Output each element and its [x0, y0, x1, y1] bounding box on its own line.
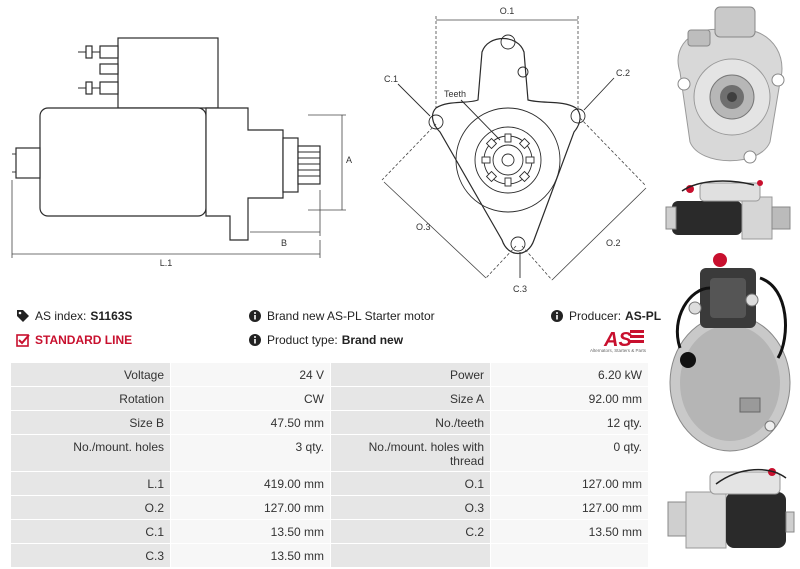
spec-value: 0 qty. — [490, 434, 649, 472]
pinion — [297, 145, 321, 185]
as-index-label: AS index: — [35, 309, 87, 323]
info-icon — [551, 310, 563, 322]
description-row: Brand new AS-PL Starter motor — [248, 309, 435, 323]
spec-key: O.2 — [10, 495, 171, 520]
spec-value: 92.00 mm — [490, 386, 649, 411]
logo-tagline: Alternators, Starters & Parts — [589, 348, 647, 353]
terminal-bottom — [99, 81, 119, 95]
dim-label-c1: C.1 — [384, 74, 398, 84]
label-teeth: Teeth — [444, 89, 466, 99]
product-photo-angle[interactable] — [660, 462, 798, 562]
spec-key: No./mount. holes with thread — [330, 434, 491, 472]
terminal-top — [99, 45, 119, 59]
dim-label-l1: L.1 — [160, 258, 173, 268]
table-row: No./mount. holes 3 qty. No./mount. holes… — [10, 434, 649, 472]
spec-value — [490, 543, 649, 568]
spec-key: O.3 — [330, 495, 491, 520]
rear-cap — [15, 147, 41, 179]
solenoid-body — [117, 37, 219, 109]
product-photo-side[interactable] — [660, 175, 798, 243]
spec-key: C.1 — [10, 519, 171, 544]
spec-key: Rotation — [10, 386, 171, 411]
dim-label-o1: O.1 — [500, 6, 515, 16]
producer-row: Producer: AS-PL — [550, 309, 661, 323]
mount-hole-c1 — [428, 114, 444, 130]
info-icon — [249, 334, 261, 346]
spec-key — [330, 543, 491, 568]
product-photo-rear[interactable] — [660, 248, 798, 458]
side-view-drawing: A B L.1 — [11, 37, 352, 268]
product-type-label: Product type: — [267, 333, 338, 347]
product-photo-front[interactable] — [660, 2, 798, 172]
spec-key: O.1 — [330, 471, 491, 496]
dim-label-a: A — [346, 155, 352, 165]
description-text: Brand new AS-PL Starter motor — [267, 309, 435, 323]
spec-key: Power — [330, 362, 491, 387]
info-icon — [249, 310, 261, 322]
mount-hole-c3 — [510, 236, 526, 252]
spec-key: L.1 — [10, 471, 171, 496]
flange-outline — [431, 38, 581, 255]
checkbox-checked-icon — [16, 334, 30, 347]
tag-icon — [17, 310, 29, 322]
table-row: Voltage 24 V Power 6.20 kW — [10, 362, 649, 387]
drive-housing — [205, 107, 284, 241]
spec-value: 24 V — [170, 362, 331, 387]
as-index-row: AS index: S1163S — [16, 309, 132, 323]
nose — [282, 137, 299, 193]
spec-key: C.2 — [330, 519, 491, 544]
mount-hole-c2 — [570, 108, 586, 124]
specification-table: Voltage 24 V Power 6.20 kW Rotation CW S… — [10, 362, 649, 568]
spec-value: 13.50 mm — [170, 519, 331, 544]
spec-value: 127.00 mm — [170, 495, 331, 520]
table-row: O.2 127.00 mm O.3 127.00 mm — [10, 495, 649, 520]
table-row: Rotation CW Size A 92.00 mm — [10, 386, 649, 411]
producer-label: Producer: — [569, 309, 622, 323]
dim-label-o2: O.2 — [606, 238, 621, 248]
spec-key: No./mount. holes — [10, 434, 171, 472]
dim-label-o3: O.3 — [416, 222, 431, 232]
producer-value: AS-PL — [625, 309, 662, 323]
spec-value: 47.50 mm — [170, 410, 331, 435]
pinion-teeth — [481, 133, 535, 187]
as-pl-logo: AS — [603, 329, 644, 351]
spec-key: No./teeth — [330, 410, 491, 435]
table-row: C.1 13.50 mm C.2 13.50 mm — [10, 519, 649, 544]
spec-value: 127.00 mm — [490, 495, 649, 520]
spec-key: Voltage — [10, 362, 171, 387]
spec-value: 127.00 mm — [490, 471, 649, 496]
front-view-drawing: O.1 Teeth C.1 C.2 C.3 O.3 O.2 — [381, 6, 647, 294]
spec-value: CW — [170, 386, 331, 411]
spec-key: Size A — [330, 386, 491, 411]
spec-value: 419.00 mm — [170, 471, 331, 496]
spec-value: 3 qty. — [170, 434, 331, 472]
table-row: Size B 47.50 mm No./teeth 12 qty. — [10, 410, 649, 435]
logo-text: AS — [603, 329, 632, 351]
spec-value: 6.20 kW — [490, 362, 649, 387]
table-row: L.1 419.00 mm O.1 127.00 mm — [10, 471, 649, 496]
table-row: C.3 13.50 mm — [10, 543, 649, 568]
spec-value: 13.50 mm — [170, 543, 331, 568]
spec-key: C.3 — [10, 543, 171, 568]
spec-value: 12 qty. — [490, 410, 649, 435]
dim-label-c3: C.3 — [513, 284, 527, 294]
as-index-value: S1163S — [90, 309, 133, 323]
motor-body — [39, 107, 207, 217]
standard-line-label: STANDARD LINE — [35, 333, 133, 347]
product-type-value: Brand new — [341, 333, 404, 347]
spec-key: Size B — [10, 410, 171, 435]
standard-line-row: STANDARD LINE — [16, 333, 132, 347]
spec-value: 13.50 mm — [490, 519, 649, 544]
terminal-mid — [99, 63, 119, 75]
product-type-row: Product type: Brand new — [248, 333, 403, 347]
dim-label-b: B — [281, 238, 287, 248]
dim-label-c2: C.2 — [616, 68, 630, 78]
